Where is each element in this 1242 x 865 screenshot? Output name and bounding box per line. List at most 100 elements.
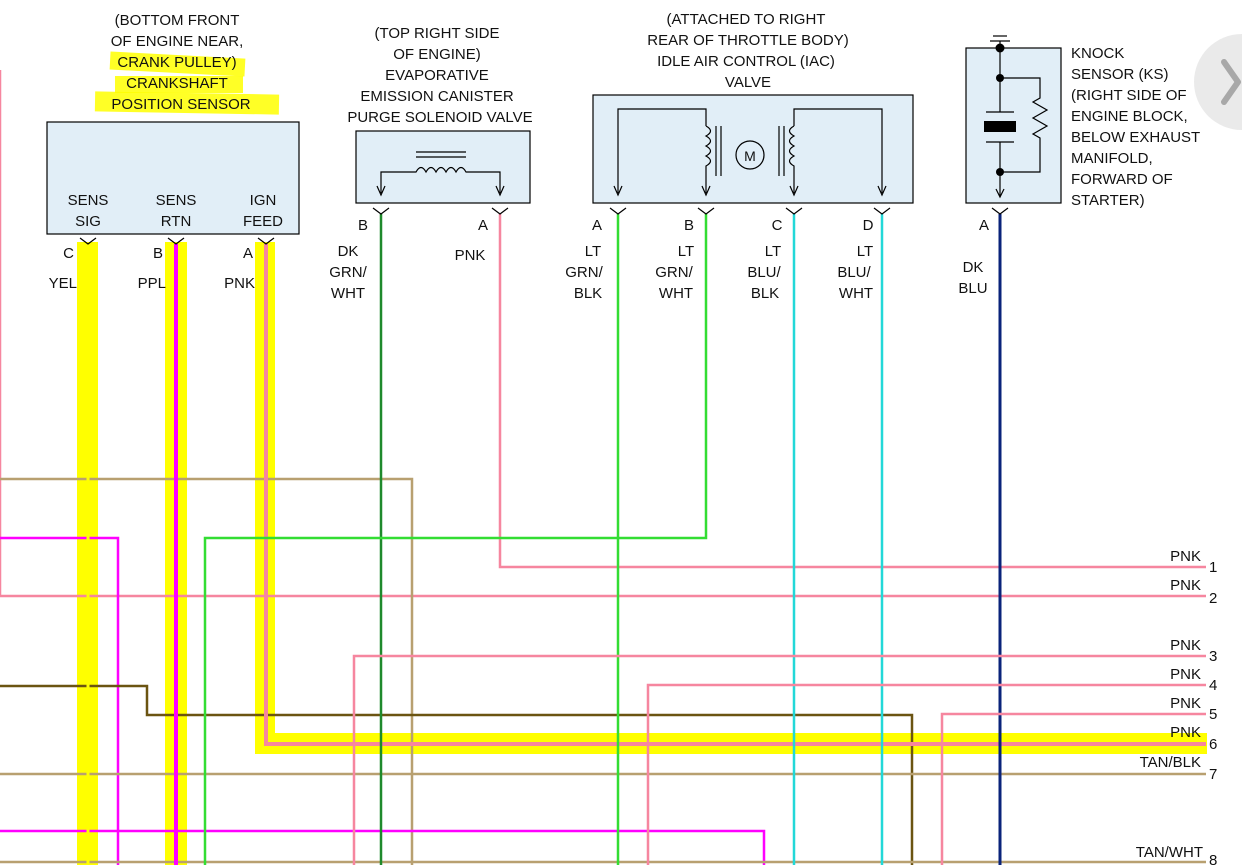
ks-wire-line-2: BLU — [958, 280, 987, 297]
bus-3-number: 3 — [1209, 648, 1217, 665]
ckp-pin-a-name-1: IGN — [250, 192, 277, 209]
wire-pnk-bus-5 — [940, 712, 1206, 865]
evap-wire-b-line-1: DK — [338, 243, 359, 260]
wire-pnk-bus-4 — [646, 683, 1206, 865]
ks-desc-line-2: SENSOR (KS) — [1071, 66, 1169, 83]
ckp-pin-b-letter: B — [153, 245, 163, 262]
ckp-pin-a-letter: A — [243, 245, 253, 262]
iac-wire-d-line-3: WHT — [839, 285, 873, 302]
wire-pnk-evap — [498, 214, 1206, 569]
ckp-wire-pnk-label: PNK — [224, 275, 255, 292]
iac-valve: (ATTACHED TO RIGHT REAR OF THROTTLE BODY… — [565, 11, 914, 302]
iac-connector-b-icon — [697, 207, 715, 215]
wire-brown — [0, 684, 914, 865]
bus-4-number: 4 — [1209, 677, 1217, 694]
bus-5-label: PNK — [1170, 695, 1201, 712]
iac-desc-line-1: (ATTACHED TO RIGHT — [667, 11, 826, 28]
evap-desc-line-1: (TOP RIGHT SIDE — [374, 25, 499, 42]
iac-wire-b-line-3: WHT — [659, 285, 693, 302]
ks-junction-top-icon — [995, 43, 1005, 53]
ks-desc-line-7: FORWARD OF — [1071, 171, 1173, 188]
iac-connector-d-icon — [873, 207, 891, 215]
bus-8-label: TAN/WHT — [1136, 844, 1203, 861]
ckp-connector-c-icon — [79, 237, 97, 245]
ks-wire-line-1: DK — [963, 259, 984, 276]
ckp-wire-ppl-label: PPL — [138, 275, 166, 292]
wire-magenta-bottom — [0, 829, 766, 865]
bus-8-number: 8 — [1209, 852, 1217, 865]
bus-5-number: 5 — [1209, 706, 1217, 723]
ckp-sensor-box — [46, 121, 300, 235]
ckp-desc-line-3: CRANK PULLEY) — [117, 54, 236, 71]
evap-desc-line-4: EMISSION CANISTER — [360, 88, 514, 105]
ks-pin-a-letter: A — [979, 217, 989, 234]
stepper-motor-icon — [613, 108, 887, 197]
evap-pin-b-letter: B — [358, 217, 368, 234]
evap-wire-a-line-1: PNK — [455, 247, 486, 264]
next-page-button[interactable] — [1194, 34, 1242, 130]
ckp-desc-line-4: CRANKSHAFT — [126, 75, 228, 92]
wire-magenta-left — [0, 536, 120, 865]
evap-desc-line-5: PURGE SOLENOID VALVE — [347, 109, 532, 126]
bus-3-label: PNK — [1170, 637, 1201, 654]
ks-connector-a-icon — [991, 207, 1009, 215]
ks-desc-line-5: BELOW EXHAUST — [1071, 129, 1200, 146]
iac-pin-a-letter: A — [592, 217, 602, 234]
evap-connector-b-icon — [372, 207, 390, 215]
ks-desc-line-6: MANIFOLD, — [1071, 150, 1153, 167]
bus-2-number: 2 — [1209, 590, 1217, 607]
ckp-connector-b-icon — [167, 237, 185, 245]
iac-wire-b-line-2: GRN/ — [655, 264, 693, 281]
ckp-pin-b-name-1: SENS — [156, 192, 197, 209]
wires — [0, 70, 1206, 865]
evap-desc-line-3: EVAPORATIVE — [385, 67, 489, 84]
ckp-desc-line-1: (BOTTOM FRONT — [115, 12, 240, 29]
evap-wire-b-line-2: GRN/ — [329, 264, 367, 281]
bus-7-number: 7 — [1209, 766, 1217, 783]
ckp-wire-yel-label: YEL — [49, 275, 77, 292]
ks-desc-line-3: (RIGHT SIDE OF — [1071, 87, 1187, 104]
next-button-circle[interactable] — [1194, 34, 1242, 130]
ckp-sensor: (BOTTOM FRONT OF ENGINE NEAR, CRANK PULL… — [46, 12, 300, 292]
bus-4-label: PNK — [1170, 666, 1201, 683]
iac-pin-b-letter: B — [684, 217, 694, 234]
wire-pnk-ckp — [264, 244, 1206, 746]
ckp-pin-a-name-2: FEED — [243, 213, 283, 230]
bus-6-number: 6 — [1209, 736, 1217, 753]
evap-purge-solenoid: (TOP RIGHT SIDE OF ENGINE) EVAPORATIVE E… — [329, 25, 532, 302]
evap-connector-a-icon — [491, 207, 509, 215]
evap-solenoid-box — [355, 130, 531, 204]
bus-1-number: 1 — [1209, 559, 1217, 576]
iac-desc-line-2: REAR OF THROTTLE BODY) — [647, 32, 848, 49]
chevron-right-icon[interactable] — [1221, 59, 1241, 105]
wire-pnk-bus-3 — [352, 654, 1206, 865]
highlight-position-sensor — [94, 91, 280, 115]
ckp-pin-c-name-1: SENS — [68, 192, 109, 209]
ks-junction-mid-icon — [996, 74, 1004, 82]
ckp-desc-line-2: OF ENGINE NEAR, — [111, 33, 244, 50]
ks-desc-line-1: KNOCK — [1071, 45, 1124, 62]
ks-desc-line-8: STARTER) — [1071, 192, 1145, 209]
iac-desc-line-3: IDLE AIR CONTROL (IAC) — [657, 53, 835, 70]
ckp-connector-a-icon — [257, 237, 275, 245]
bus-labels: PNK 1 PNK 2 PNK 3 PNK 4 PNK 5 PNK 6 TAN/… — [1136, 548, 1218, 865]
iac-connector-c-icon — [785, 207, 803, 215]
iac-desc-line-4: VALVE — [725, 74, 771, 91]
ckp-pin-c-letter: C — [63, 245, 74, 262]
iac-wire-a-line-1: LT — [585, 243, 601, 260]
ks-junction-low-icon — [996, 168, 1004, 176]
bus-6-label: PNK — [1170, 724, 1201, 741]
iac-valve-box — [592, 94, 914, 204]
wire-tan-loop — [0, 477, 414, 865]
evap-desc-line-2: OF ENGINE) — [393, 46, 481, 63]
bus-2-label: PNK — [1170, 577, 1201, 594]
iac-wire-a-line-2: GRN/ — [565, 264, 603, 281]
iac-wire-c-line-1: LT — [765, 243, 781, 260]
evap-wire-b-line-3: WHT — [331, 285, 365, 302]
solenoid-coil-icon — [376, 151, 505, 197]
ckp-pin-b-name-2: RTN — [161, 213, 192, 230]
ks-desc-line-4: ENGINE BLOCK, — [1071, 108, 1188, 125]
iac-connector-a-icon — [609, 207, 627, 215]
iac-motor-label: M — [744, 148, 756, 164]
